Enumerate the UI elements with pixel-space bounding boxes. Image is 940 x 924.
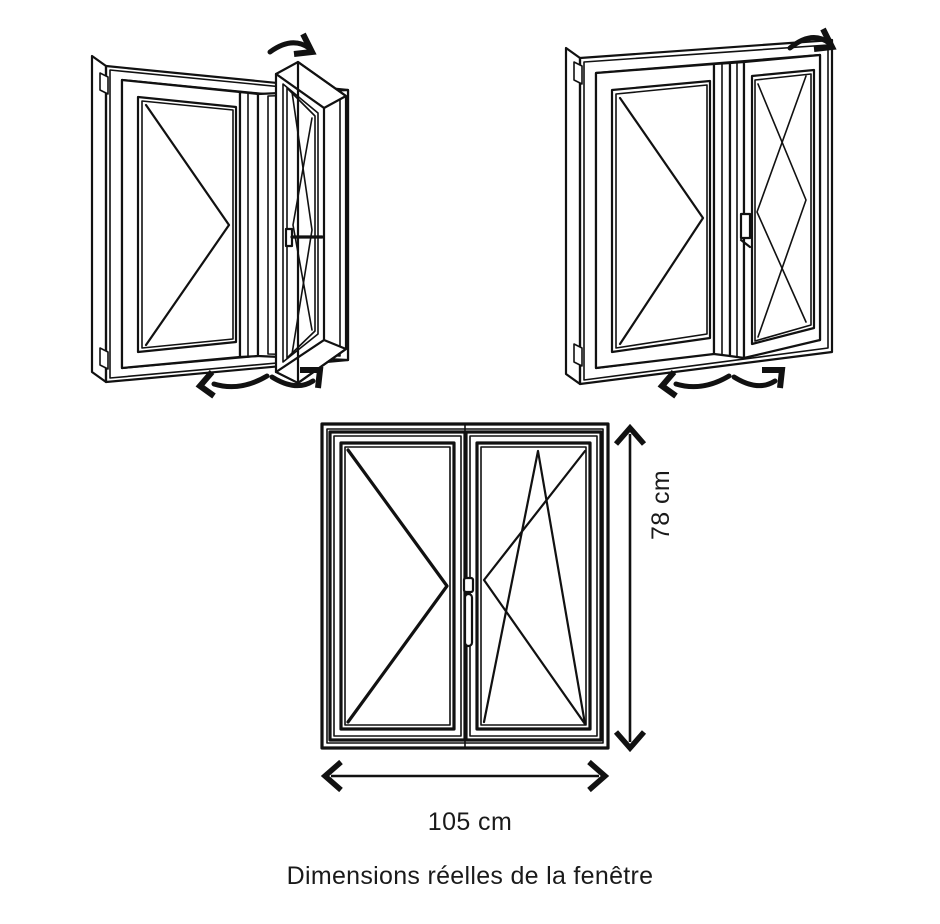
iso-closed-center-stile [712, 60, 746, 360]
elevation-handle [462, 576, 475, 648]
iso-closed-hinges [573, 61, 583, 367]
diagram-caption: Dimensions réelles de la fenêtre [286, 862, 654, 890]
height-dimension-line [613, 423, 647, 753]
iso-open-mullion [238, 90, 260, 359]
iso-open-right-sash [274, 60, 348, 385]
iso-open-rotation-arrows [195, 32, 324, 399]
iso-open-left-sash [120, 78, 242, 370]
iso-closed-left-sash [594, 62, 716, 370]
iso-closed-outer-frame [564, 38, 834, 386]
view-elevation [320, 422, 610, 750]
width-dimension-line [320, 759, 610, 793]
iso-open-hinges [99, 72, 109, 370]
height-dimension-label: 78 cm [647, 469, 675, 540]
iso-closed-right-sash [739, 53, 822, 360]
iso-closed-rotation-arrows [657, 27, 837, 399]
elevation-right-sash [464, 430, 603, 742]
elevation-left-sash [328, 430, 467, 742]
width-dimension-label: 105 cm [427, 808, 513, 836]
view-iso-closed [564, 27, 837, 399]
view-iso-open [90, 32, 350, 399]
